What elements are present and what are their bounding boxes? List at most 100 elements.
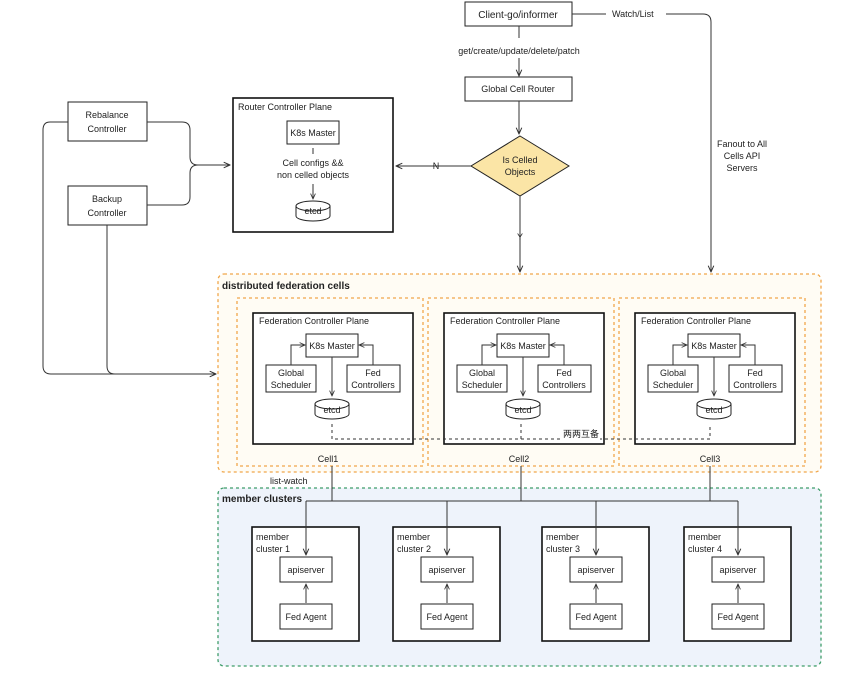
- apiserver-label: apiserver: [287, 565, 324, 575]
- rebalance-label-line2: Controller: [87, 124, 126, 134]
- fed-controllers-label-line1: Fed: [747, 368, 763, 378]
- cell-etcd-top: [314, 398, 350, 410]
- fed-agent-label: Fed Agent: [285, 612, 327, 622]
- cell-name-label: Cell2: [509, 454, 530, 464]
- apiserver-box: [420, 556, 474, 583]
- fed-agent-box: [420, 603, 474, 630]
- fanout-label-line1: Fanout to All: [717, 139, 767, 149]
- global-scheduler-label-line1: Global: [660, 368, 686, 378]
- mutual-backup-label-bg: [562, 428, 600, 440]
- router-k8s-master-box: [286, 120, 340, 145]
- fanout-label-line3: Servers: [726, 163, 758, 173]
- is-celled-decision: [470, 135, 570, 197]
- controllers-to-master-edge: [359, 345, 374, 365]
- fed-controllers-label-line1: Fed: [365, 368, 381, 378]
- fed-agent-label: Fed Agent: [717, 612, 759, 622]
- cell-frame: [618, 297, 806, 467]
- backup-label-line2: Controller: [87, 208, 126, 218]
- router-note-line1: Cell configs &&: [282, 158, 343, 168]
- global-scheduler-box: [456, 364, 508, 393]
- fed-controllers-label-line1: Fed: [556, 368, 572, 378]
- global-cell-router-box: [464, 76, 573, 102]
- global-scheduler-label-line1: Global: [469, 368, 495, 378]
- no-label: N: [433, 161, 440, 171]
- router-etcd-cylinder: etcd: [295, 200, 331, 222]
- fed-agent-label: Fed Agent: [426, 612, 468, 622]
- scheduler-to-master-edge: [481, 345, 496, 365]
- fed-controllers-label-line2: Controllers: [733, 380, 777, 390]
- members-region: [217, 487, 822, 667]
- router-k8s-master-label: K8s Master: [290, 128, 336, 138]
- global-scheduler-label-line2: Scheduler: [271, 380, 312, 390]
- federation-plane-title: Federation Controller Plane: [450, 316, 560, 326]
- cell-frame: [236, 297, 424, 467]
- global-scheduler-label-line2: Scheduler: [653, 380, 694, 390]
- member-name-line1: member: [688, 532, 721, 542]
- scheduler-to-master-edge: [672, 345, 687, 365]
- apiserver-box: [279, 556, 333, 583]
- cell-k8s-master-label: K8s Master: [309, 341, 355, 351]
- router-note-line2: non celled objects: [277, 170, 350, 180]
- fed-controllers-box: [728, 364, 783, 393]
- router-plane-title: Router Controller Plane: [238, 102, 332, 112]
- cell-etcd-top: [696, 398, 732, 410]
- controllers-to-master-edge: [550, 345, 565, 365]
- member-name-line1: member: [546, 532, 579, 542]
- apiserver-box: [711, 556, 765, 583]
- apiserver-label: apiserver: [428, 565, 465, 575]
- controllers-to-router-edge: [147, 121, 230, 206]
- backup-controller-box: [67, 185, 148, 226]
- apiserver-box: [569, 556, 623, 583]
- apiserver-label: apiserver: [577, 565, 614, 575]
- scheduler-to-master-edge: [290, 345, 305, 365]
- fanout-label-line2: Cells API: [724, 151, 761, 161]
- member-name-line1: member: [397, 532, 430, 542]
- backup-to-cells-edge: [106, 225, 116, 375]
- cell-name-label: Cell3: [700, 454, 721, 464]
- cell-etcd-top: [505, 398, 541, 410]
- mutual-backup-label: 两两互备: [563, 428, 599, 439]
- federation-plane-title: Federation Controller Plane: [259, 316, 369, 326]
- global-scheduler-box: [647, 364, 699, 393]
- rebalance-controller-box: [67, 101, 148, 142]
- cell-etcd-label: etcd: [323, 405, 340, 415]
- federation-plane-title: Federation Controller Plane: [641, 316, 751, 326]
- router-etcd-label: etcd: [304, 206, 321, 216]
- global-cell-router-label: Global Cell Router: [481, 84, 555, 94]
- rebalance-to-cells-edge: [42, 121, 216, 374]
- fed-controllers-label-line2: Controllers: [542, 380, 586, 390]
- member-name-line2: cluster 4: [688, 544, 722, 554]
- global-scheduler-label-line1: Global: [278, 368, 304, 378]
- global-scheduler-label-line2: Scheduler: [462, 380, 503, 390]
- watch-list-label: Watch/List: [612, 9, 654, 19]
- cell-name-label: Cell1: [318, 454, 339, 464]
- fed-agent-box: [569, 603, 623, 630]
- cell-k8s-master-label: K8s Master: [691, 341, 737, 351]
- fed-controllers-label-line2: Controllers: [351, 380, 395, 390]
- list-watch-label: list-watch: [270, 476, 308, 486]
- apiserver-label: apiserver: [719, 565, 756, 575]
- cell-k8s-master-label: K8s Master: [500, 341, 546, 351]
- controllers-to-master-edge: [741, 345, 756, 365]
- cells-region-title: distributed federation cells: [222, 281, 350, 292]
- verbs-label: get/create/update/delete/patch: [458, 46, 580, 56]
- members-region-title: member clusters: [222, 494, 302, 505]
- watch-list-edge: [572, 13, 711, 272]
- fed-agent-box: [711, 603, 765, 630]
- cell-etcd-label: etcd: [514, 405, 531, 415]
- client-informer-box: [464, 1, 573, 27]
- fed-controllers-box: [346, 364, 401, 393]
- fed-agent-label: Fed Agent: [575, 612, 617, 622]
- decision-label-line1: Is Celled: [502, 155, 537, 165]
- member-name-line2: cluster 3: [546, 544, 580, 554]
- member-name-line1: member: [256, 532, 289, 542]
- rebalance-label-line1: Rebalance: [85, 110, 128, 120]
